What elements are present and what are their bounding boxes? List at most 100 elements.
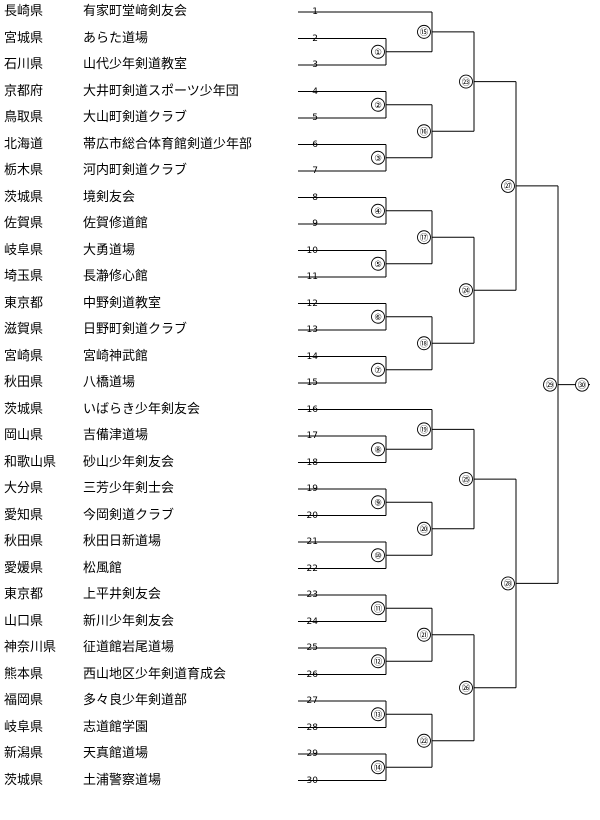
match-circle [417, 336, 431, 351]
club-name: 秋田日新道場 [83, 534, 162, 549]
prefecture-label: 栃木県 [4, 163, 44, 178]
match-circle [459, 680, 473, 695]
match-number: ㉘ [501, 576, 515, 591]
prefecture-label: 岐阜県 [4, 719, 44, 735]
match-number: ㉖ [459, 680, 473, 695]
match-number: ⑰ [417, 230, 431, 245]
club-name: 八橋道場 [83, 375, 136, 390]
match-number: ⑫ [371, 654, 385, 669]
match-label: ④ [374, 207, 382, 217]
match-number: ⑬ [371, 707, 385, 722]
prefecture-label: 熊本県 [4, 666, 44, 682]
prefecture-label: 秋田県 [4, 375, 44, 390]
match-circle [371, 495, 385, 510]
club-name: 大井町剣道スポーツ少年団 [83, 83, 239, 99]
club-name: 境剣友会 [83, 189, 136, 205]
match-label: ⑩ [374, 551, 382, 561]
match-label: ⑫ [374, 657, 383, 667]
prefecture-label: 茨城県 [4, 189, 44, 205]
club-name: 天真館道場 [83, 746, 149, 761]
match-circle [371, 707, 385, 722]
club-name: 日野町剣道クラブ [83, 322, 188, 337]
match-circle [543, 377, 557, 392]
match-label: ② [374, 101, 382, 111]
match-circle [501, 178, 515, 193]
match-circle [417, 422, 431, 437]
match-number: ⑪ [371, 601, 385, 616]
match-label: ⑧ [374, 445, 382, 455]
prefecture-label: 鳥取県 [4, 110, 44, 125]
prefecture-label: 長崎県 [4, 4, 44, 19]
prefecture-label: 宮城県 [4, 30, 44, 46]
match-number: ② [371, 97, 385, 112]
match-number: ⑳ [417, 521, 431, 536]
match-number: ③ [371, 150, 385, 165]
match-label: ⑦ [374, 366, 382, 376]
match-label: ㉙ [546, 381, 555, 391]
club-name: 新川少年剣友会 [83, 613, 175, 629]
prefecture-label: 京都府 [4, 83, 44, 99]
match-circle [371, 44, 385, 59]
prefecture-label: 岡山県 [4, 428, 44, 443]
match-label: ㉘ [504, 580, 513, 590]
club-name: 西山地区少年剣道育成会 [83, 666, 227, 682]
match-circle [371, 256, 385, 271]
club-name: 征道館岩尾道場 [83, 640, 175, 655]
club-name: 大勇道場 [83, 242, 136, 258]
club-name: 大山町剣道クラブ [83, 110, 188, 125]
match-label: ⑱ [420, 339, 429, 349]
match-circle [371, 601, 385, 616]
match-number: ⑩ [371, 548, 385, 563]
club-name: 宮崎神武館 [83, 348, 149, 364]
match-label: ㉒ [420, 737, 429, 747]
club-name: 多々良少年剣道部 [83, 693, 188, 708]
club-name: 中野剣道教室 [83, 295, 162, 311]
prefecture-label: 東京都 [4, 295, 44, 311]
match-circle [371, 362, 385, 377]
match-label: ㉓ [462, 78, 471, 88]
match-number: ① [371, 44, 385, 59]
club-name: 佐賀修道館 [83, 216, 149, 231]
match-number: ⑥ [371, 309, 385, 324]
match-circle [575, 377, 589, 392]
match-circle [371, 548, 385, 563]
match-label: ㉖ [462, 684, 471, 694]
match-number: ㉑ [417, 627, 431, 642]
match-label: ① [374, 48, 382, 58]
club-name: 今岡剣道クラブ [83, 507, 175, 523]
match-label: ㉗ [504, 182, 513, 192]
match-label: ㉚ [578, 381, 587, 391]
prefecture-label: 福岡県 [4, 693, 44, 708]
match-circle [459, 283, 473, 298]
club-name: いばらき少年剣友会 [83, 401, 201, 417]
club-name: 河内町剣道クラブ [83, 163, 188, 178]
prefecture-label: 新潟県 [4, 746, 44, 761]
match-number: ④ [371, 203, 385, 218]
prefecture-label: 愛媛県 [4, 560, 44, 576]
match-number: ㉕ [459, 472, 473, 487]
club-name: 帯広市総合体育館剣道少年部 [83, 136, 253, 152]
match-label: ⑲ [420, 426, 429, 436]
match-circle [371, 654, 385, 669]
match-circle [459, 74, 473, 89]
match-number: ⑮ [417, 24, 431, 39]
prefecture-label: 愛知県 [4, 507, 44, 523]
prefecture-label: 石川県 [4, 57, 44, 72]
match-circle [501, 576, 515, 591]
match-circle [371, 97, 385, 112]
match-number: ㉒ [417, 733, 431, 748]
prefecture-label: 大分県 [4, 481, 44, 496]
prefecture-label: 東京都 [4, 587, 44, 602]
match-circle [417, 733, 431, 748]
match-label: ㉑ [420, 631, 429, 641]
match-number: ⑯ [417, 124, 431, 139]
